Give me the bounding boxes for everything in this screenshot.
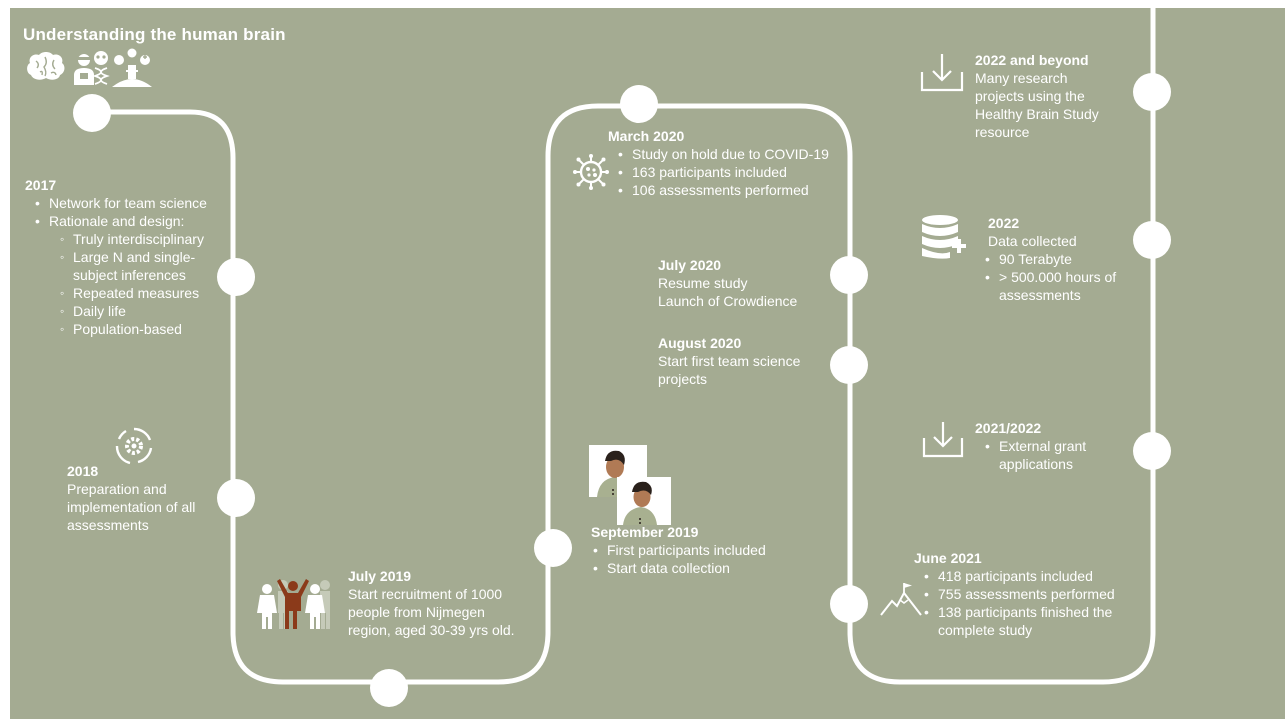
event-heading: September 2019 (591, 524, 699, 540)
milestone-dot-2021-2022 (1133, 432, 1171, 470)
milestone-dot-start (73, 94, 111, 132)
participant-photo (617, 477, 671, 525)
event-text: Data collected (988, 233, 1077, 249)
event-text: Preparation and implementation of all as… (67, 481, 196, 533)
event-heading: August 2020 (658, 335, 742, 351)
sub-bullet-item: Daily life (25, 302, 235, 320)
event-text: Resume study (658, 275, 748, 291)
database-add-icon (922, 215, 966, 259)
event-heading: 2022 (988, 215, 1020, 231)
event-august-2020: August 2020 Start first team science pro… (658, 334, 823, 388)
bullet-item: 163 participants included (608, 163, 848, 181)
gear-cycle-icon (115, 427, 153, 465)
download-icon (922, 422, 964, 458)
event-heading: June 2021 (914, 550, 982, 566)
bullet-item: External grant applications (975, 437, 1125, 473)
event-heading: 2022 and beyond (975, 52, 1089, 68)
bullet-item: 418 participants included (914, 567, 1144, 585)
event-text: Start first team science projects (658, 353, 801, 387)
event-2021-2022: 2021/2022 External grant applications (975, 419, 1125, 473)
researcher-icon (74, 54, 94, 85)
event-heading: July 2019 (348, 568, 412, 584)
event-2018: 2018 Preparation and implementation of a… (67, 462, 217, 534)
milestone-dot-jun2021 (830, 585, 868, 623)
bullet-item: Network for team science (25, 194, 235, 212)
event-heading: March 2020 (608, 128, 685, 144)
event-september-2019: September 2019 First participants includ… (583, 523, 803, 577)
bullet-item: 755 assessments performed (914, 585, 1144, 603)
sub-bullet-item: Large N and single-subject inferences (25, 248, 235, 284)
event-heading: 2021/2022 (975, 420, 1042, 436)
milestone-dot-2018 (217, 479, 255, 517)
event-2022: 2022 Data collected 90 Terabyte > 500.00… (985, 214, 1148, 304)
milestone-dot-jul2020 (830, 256, 868, 294)
sub-bullet-item: Population-based (25, 320, 235, 338)
bullet-item: Study on hold due to COVID-19 (608, 145, 848, 163)
download-icon (920, 54, 964, 92)
event-march-2020: March 2020 Study on hold due to COVID-19… (608, 127, 848, 199)
page-title: Understanding the human brain (23, 25, 286, 44)
dna-icon (92, 51, 110, 85)
event-july-2020: July 2020 Resume study Launch of Crowdie… (658, 256, 828, 310)
event-text: Start recruitment of 1000 people from Ni… (348, 586, 515, 638)
event-july-2019: July 2019 Start recruitment of 1000 peop… (348, 567, 528, 639)
sub-bullet-item: Repeated measures (25, 284, 235, 302)
sub-bullet-item: Truly interdisciplinary (25, 230, 235, 248)
people-group-icon (257, 579, 330, 629)
community-icon (112, 48, 152, 87)
milestone-dot-aug2020 (830, 346, 868, 384)
milestone-dot-mar2020 (620, 85, 658, 123)
event-heading: July 2020 (658, 257, 722, 273)
event-2017: 2017 Network for team science Rationale … (25, 176, 235, 338)
event-heading: 2018 (67, 463, 99, 479)
timeline-canvas (10, 8, 1285, 719)
milestone-dot-2022-beyond (1133, 73, 1171, 111)
event-text: Launch of Crowdience (658, 293, 798, 309)
milestone-dot-sep2019 (534, 529, 572, 567)
bullet-item: First participants included (583, 541, 803, 559)
bullet-item: Start data collection (583, 559, 803, 577)
bullet-item: > 500.000 hours of assessments (975, 268, 1148, 304)
milestone-dot-bottom-1 (370, 669, 408, 707)
bullet-item: 106 assessments performed (608, 181, 848, 199)
mountain-flag-icon (880, 583, 922, 616)
bullet-item: 138 participants finished the complete s… (914, 603, 1144, 639)
bullet-item: Rationale and design: (25, 212, 235, 230)
bullet-item: 90 Terabyte (975, 250, 1148, 268)
event-text: Many research projects using the Healthy… (975, 70, 1099, 140)
virus-icon (573, 154, 609, 190)
event-heading: 2017 (25, 177, 57, 193)
brain-icon (27, 52, 65, 80)
event-2022-and-beyond: 2022 and beyond Many research projects u… (975, 51, 1115, 141)
event-june-2021: June 2021 418 participants included 755 … (914, 549, 1144, 639)
